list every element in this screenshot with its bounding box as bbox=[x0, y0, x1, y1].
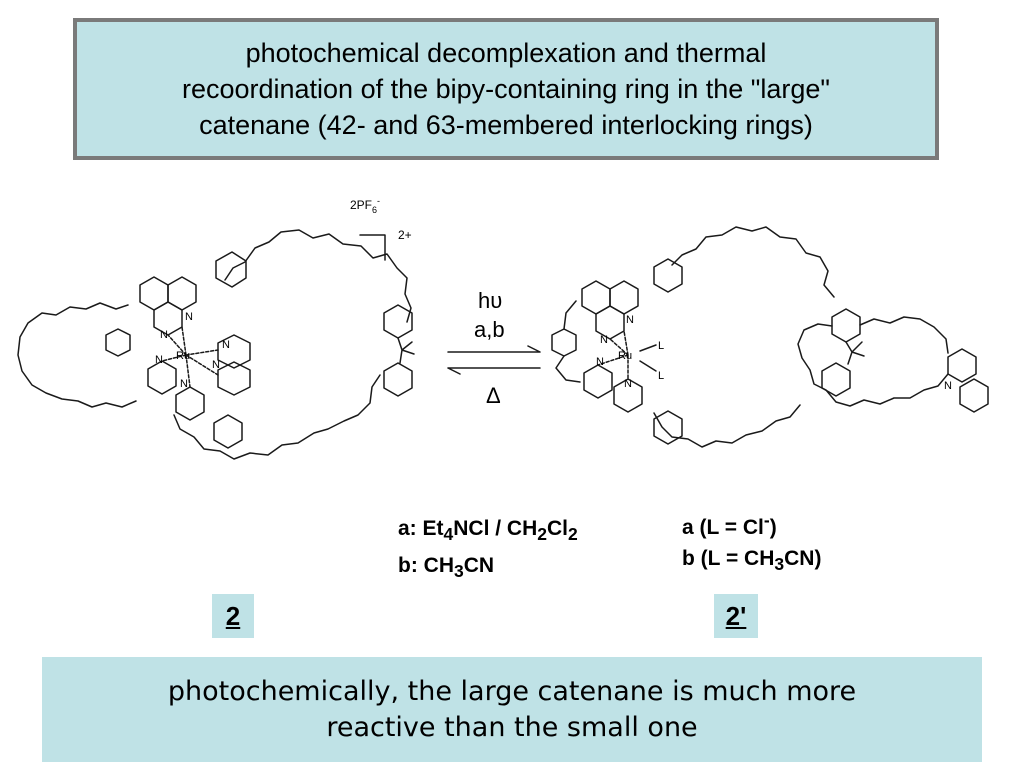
left-n-label-4: N bbox=[212, 359, 220, 371]
right-small-ring bbox=[797, 316, 949, 407]
left-n-label-5: N bbox=[222, 339, 230, 351]
right-n-label-2: N bbox=[626, 314, 634, 326]
counterion-group: 2PF6- 2+ bbox=[350, 196, 412, 261]
left-phenyl-lower bbox=[213, 414, 243, 449]
right-bipy-ring-b bbox=[959, 378, 989, 413]
right-metal-label: Ru bbox=[618, 350, 632, 362]
title-box: photochemical decomplexation and thermal… bbox=[73, 18, 939, 160]
title-line-2: recoordination of the bipy-containing ri… bbox=[181, 74, 831, 104]
charge-label: 2+ bbox=[398, 228, 412, 242]
right-phenyl-upper bbox=[653, 258, 683, 293]
left-phenyl-right-1 bbox=[383, 304, 413, 339]
left-n-label-2: N bbox=[185, 311, 193, 323]
reaction-arrows: hυ a,b Δ bbox=[447, 288, 541, 408]
ligand-b: b (L = CH3CN) bbox=[682, 547, 822, 575]
right-phen2-ring-a bbox=[583, 364, 613, 399]
right-ligand-label-2: L bbox=[658, 370, 664, 382]
forward-arrow bbox=[447, 345, 541, 353]
right-bipy-ring-a bbox=[947, 348, 977, 383]
reverse-arrow-label-delta: Δ bbox=[486, 383, 501, 408]
ligand-a: a (L = Cl-) bbox=[682, 510, 777, 539]
condition-a: a: Et4NCl / CH2Cl2 bbox=[398, 517, 578, 545]
ligand-definitions: a (L = Cl-) b (L = CH3CN) bbox=[682, 505, 821, 580]
left-metal-label: Ru bbox=[176, 350, 190, 362]
counterion-subscript: 6 bbox=[372, 205, 377, 215]
footer-line-2: reactive than the small one bbox=[326, 711, 698, 743]
right-large-ring-chain bbox=[671, 226, 835, 298]
right-large-ring-lower-chain bbox=[653, 404, 801, 448]
left-large-ring-lower-chain bbox=[173, 374, 381, 460]
right-phenyl-lower bbox=[653, 410, 683, 445]
compound-label-2: 2 bbox=[212, 594, 254, 638]
reverse-arrow bbox=[447, 367, 541, 375]
right-n-label-5: N bbox=[944, 380, 952, 392]
title-text: photochemical decomplexation and thermal… bbox=[182, 35, 830, 143]
compound-label-2-prime: 2' bbox=[714, 594, 758, 638]
left-coordination-bonds bbox=[161, 326, 219, 388]
catenane-reaction-scheme: Ru N N N N N N 2PF6- 2+ hυ a,b Δ bbox=[17, 196, 989, 460]
footer-line-1: photochemically, the large catenane is m… bbox=[167, 675, 857, 707]
right-phen2-ring-b bbox=[613, 378, 643, 413]
right-phenylene-left bbox=[551, 328, 577, 357]
right-ligand-label-1: L bbox=[658, 340, 664, 352]
left-small-ring bbox=[17, 302, 137, 408]
left-cme2-link bbox=[397, 337, 415, 364]
svg-text:2PF6-: 2PF6- bbox=[350, 196, 380, 215]
footer-box: photochemically, the large catenane is m… bbox=[42, 657, 982, 762]
left-n-label-1: N bbox=[160, 329, 168, 341]
right-coordination-bonds bbox=[597, 330, 629, 380]
title-line-1: photochemical decomplexation and thermal bbox=[245, 38, 767, 68]
right-catenane-structure: Ru L L N N N N N bbox=[551, 226, 989, 448]
left-phenyl-upper bbox=[215, 251, 247, 288]
left-small-ring-phenyl bbox=[105, 328, 131, 357]
charge-bracket bbox=[359, 234, 386, 261]
left-phenyl-right-2 bbox=[383, 362, 413, 397]
left-bipy-ring-a bbox=[217, 334, 251, 369]
counterion-text: 2PF bbox=[350, 198, 372, 212]
left-phen2-ring-a bbox=[147, 360, 177, 395]
right-cme2-link bbox=[845, 341, 865, 365]
left-n-label-6: N bbox=[180, 378, 188, 390]
right-phen-ring-c bbox=[595, 305, 625, 340]
right-ru-l-bonds bbox=[639, 344, 657, 372]
condition-b: b: CH3CN bbox=[398, 554, 495, 582]
footer-text: photochemically, the large catenane is m… bbox=[168, 674, 856, 746]
forward-arrow-label-ab: a,b bbox=[474, 317, 505, 342]
left-phen2-ring-b bbox=[175, 386, 205, 421]
forward-arrow-label-hv: hυ bbox=[478, 288, 502, 313]
counterion-superscript: - bbox=[377, 196, 380, 206]
left-large-ring-chain bbox=[224, 229, 412, 323]
title-line-3: catenane (42- and 63-membered interlocki… bbox=[199, 110, 813, 140]
left-bipy-ring-b bbox=[217, 361, 251, 396]
right-n-label-4: N bbox=[624, 378, 632, 390]
right-n-label-1: N bbox=[600, 334, 608, 346]
right-n-label-3: N bbox=[596, 356, 604, 368]
left-catenane-structure: Ru N N N N N N bbox=[17, 229, 415, 460]
reaction-conditions: a: Et4NCl / CH2Cl2 b: CH3CN bbox=[398, 513, 578, 587]
right-left-strap bbox=[555, 300, 581, 383]
left-n-label-3: N bbox=[155, 354, 163, 366]
left-phen-ring-c bbox=[153, 301, 183, 336]
right-phenyl-right-1 bbox=[831, 308, 861, 343]
